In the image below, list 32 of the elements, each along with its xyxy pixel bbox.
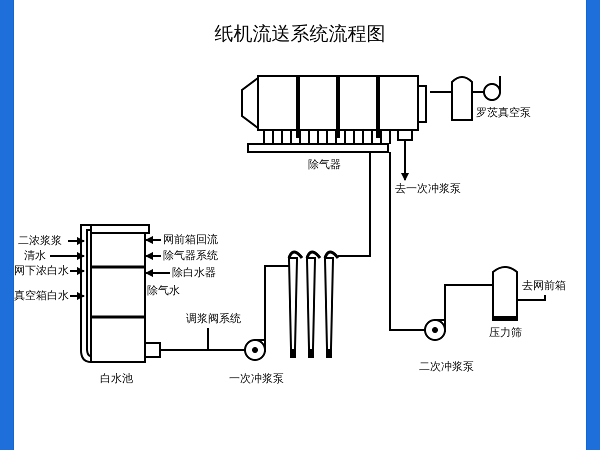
stream-label: 去网前箱 bbox=[522, 279, 566, 293]
equipment-label: 除气器 bbox=[308, 158, 341, 172]
stream-label: 除白水器 bbox=[172, 266, 216, 280]
equipment-label: 一次冲浆泵 bbox=[229, 372, 284, 386]
note-text: 除气水 bbox=[147, 284, 180, 298]
diagram-title: 纸机流送系统流程图 bbox=[214, 22, 386, 46]
flow-arrow bbox=[401, 140, 409, 181]
stream-label: 清水 bbox=[24, 249, 46, 263]
flow-arrow bbox=[70, 292, 85, 300]
flow-arrow bbox=[70, 267, 85, 275]
stream-label: 真空箱白水 bbox=[14, 289, 69, 303]
equipment-label: 二次冲浆泵 bbox=[419, 360, 474, 374]
stream-label: 网前箱回流 bbox=[163, 233, 218, 247]
pipe-line bbox=[338, 152, 371, 257]
equipment-label: 白水池 bbox=[100, 372, 133, 386]
stream-label: 去一次冲浆泵 bbox=[395, 182, 461, 196]
stream-label: 除气器系统 bbox=[163, 249, 218, 263]
equipment-label: 压力筛 bbox=[489, 326, 522, 340]
pipe-line bbox=[264, 265, 290, 340]
flow-arrow bbox=[145, 252, 161, 260]
pipe-line bbox=[444, 284, 493, 320]
flow-arrow bbox=[145, 236, 161, 244]
pipe-line bbox=[160, 349, 245, 351]
stream-label: 网下浓白水 bbox=[14, 264, 69, 278]
flow-arrow bbox=[145, 269, 170, 277]
stream-label: 二浓浆浆 bbox=[18, 234, 62, 248]
flow-arrow bbox=[50, 252, 85, 260]
flow-arrow bbox=[68, 237, 85, 245]
equipment-label: 罗茨真空泵 bbox=[476, 106, 531, 120]
pipe-label: 调浆阀系统 bbox=[186, 312, 241, 326]
pipe-line bbox=[517, 295, 546, 301]
pipe-line bbox=[430, 91, 452, 93]
